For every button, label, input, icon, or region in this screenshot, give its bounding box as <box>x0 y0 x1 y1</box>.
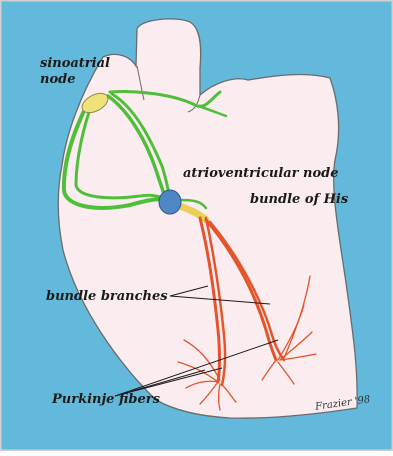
label-atrioventricular-node: atrioventricular node <box>183 166 339 182</box>
label-purkinje-fibers: Purkinje fibers <box>52 392 160 408</box>
label-bundle-of-his: bundle of His <box>250 192 348 208</box>
label-sinoatrial-node: node <box>40 72 75 88</box>
atrioventricular-node <box>159 190 181 214</box>
label-bundle-branches: bundle branches <box>46 289 168 305</box>
label-sinoatrial: sinoatrial <box>40 56 110 72</box>
